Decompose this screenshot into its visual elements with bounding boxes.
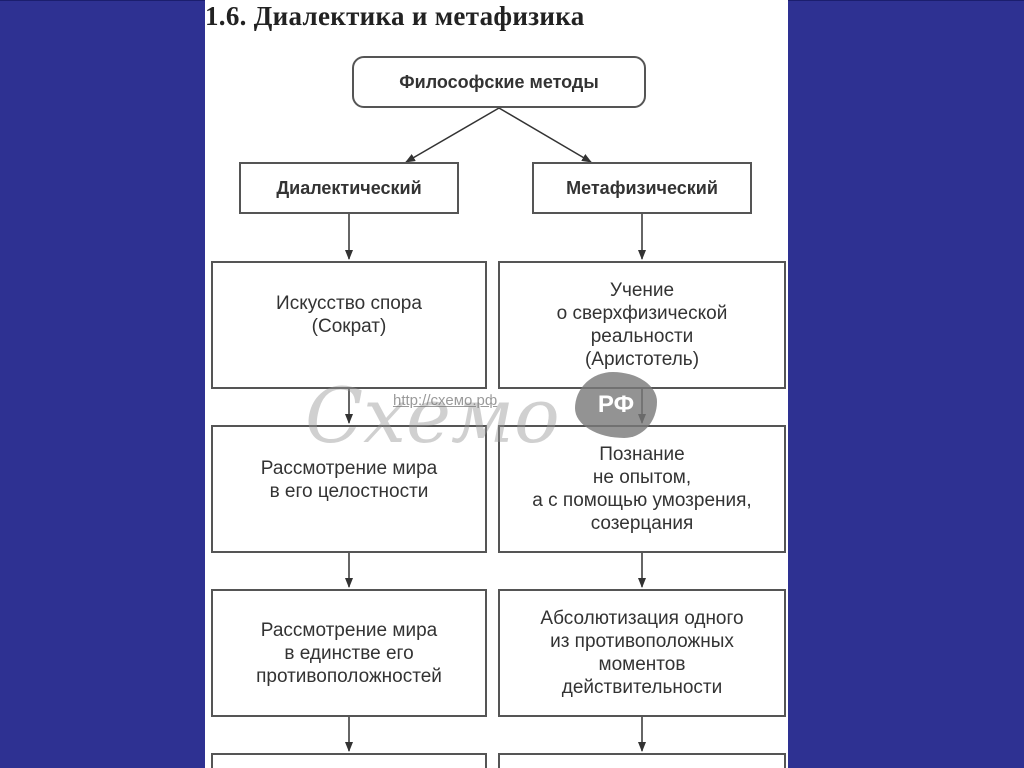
slide-page: 1.6. Диалектика и метафизика Философские… <box>205 0 788 768</box>
root-node-label: Философские методы <box>399 71 599 92</box>
metaphysical-item-1-label: Учение о сверхфизической реальности (Ари… <box>556 280 728 370</box>
dialectical-item-4 <box>211 753 487 768</box>
branch-metaphysical-label: Метафизический <box>566 177 718 198</box>
dialectical-item-2-label: Рассмотрение мира в его целостности <box>260 458 438 502</box>
dialectical-item-1-label: Искусство спора (Сократ) <box>276 293 422 337</box>
arrow-root-to-left <box>405 107 500 163</box>
page-title: 1.6. Диалектика и метафизика <box>205 1 585 31</box>
root-node: Философские методы <box>352 56 646 108</box>
branch-metaphysical: Метафизический <box>532 162 752 214</box>
metaphysical-item-1: Учение о сверхфизической реальности (Ари… <box>498 261 786 389</box>
metaphysical-item-3-label: Абсолютизация одного из противоположных … <box>540 608 744 698</box>
metaphysical-item-2: Познание не опытом, а с помощью умозрени… <box>498 425 786 553</box>
dialectical-item-3-label: Рассмотрение мира в единстве его противо… <box>256 619 442 687</box>
dialectical-item-1: Искусство спора (Сократ) <box>211 261 487 389</box>
metaphysical-item-4 <box>498 753 786 768</box>
dialectical-item-3: Рассмотрение мира в единстве его противо… <box>211 589 487 717</box>
metaphysical-item-3: Абсолютизация одного из противоположных … <box>498 589 786 717</box>
branch-dialectical: Диалектический <box>239 162 459 214</box>
branch-dialectical-label: Диалектический <box>276 177 422 198</box>
metaphysical-item-2-label: Познание не опытом, а с помощью умозрени… <box>532 444 752 534</box>
dialectical-item-2: Рассмотрение мира в его целостности <box>211 425 487 553</box>
arrow-root-to-right <box>498 107 592 163</box>
